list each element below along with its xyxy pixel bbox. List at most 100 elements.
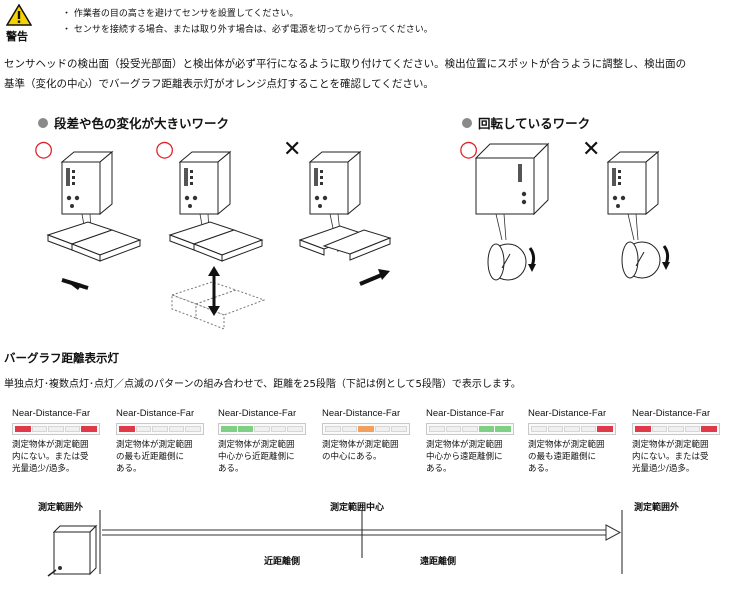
bargraph-state-label: Near-Distance-Far bbox=[12, 408, 91, 419]
bargraph-segment-1-off bbox=[429, 426, 445, 432]
bargraph-description-line: 測定物体が測定範囲 bbox=[218, 440, 295, 450]
bargraph-description-line: 測定物体が測定範囲 bbox=[426, 440, 503, 450]
bargraph-indicator bbox=[632, 423, 720, 435]
bargraph-segment-5-red bbox=[81, 426, 97, 432]
warning-label: 警告 bbox=[6, 30, 28, 43]
bargraph-description-line: 中心から近距離側に bbox=[218, 452, 295, 462]
bargraph-description-line: の最も近距離側に bbox=[116, 452, 185, 462]
bargraph-segment-4-off bbox=[168, 426, 185, 432]
bargraph-indicator bbox=[218, 423, 306, 435]
bargraph-state-description: 測定物体が測定範囲中心から遠距離側にある。 bbox=[426, 439, 526, 475]
bargraph-description-line: 中心から遠距離側に bbox=[426, 452, 503, 462]
bargraph-subtitle: 単独点灯･複数点灯･点灯／点滅のパターンの組み合わせで、距離を25段階（下記は例… bbox=[4, 379, 521, 390]
instruction-line-2: 基準（変化の中心）でバーグラフ距離表示灯がオレンジ点灯することを確認してください… bbox=[4, 78, 434, 90]
bargraph-description-line: 光量過少/過多。 bbox=[632, 464, 695, 474]
bargraph-state-4: Near-Distance-Far 測定物体が測定範囲の中心にある。 bbox=[322, 408, 420, 463]
bargraph-segment-1-red bbox=[119, 426, 135, 432]
bargraph-indicator bbox=[116, 423, 204, 435]
bargraph-description-line: の中心にある。 bbox=[322, 452, 382, 462]
bargraph-state-1: Near-Distance-Far 測定物体が測定範囲内にない。または受光量過少/… bbox=[12, 408, 110, 475]
bargraph-segment-3-off bbox=[48, 426, 64, 432]
section-step-label: 段差や色の変化が大きいワーク bbox=[54, 116, 230, 131]
section-step-heading: 段差や色の変化が大きいワーク bbox=[38, 113, 229, 132]
bargraph-segment-4-off bbox=[684, 426, 701, 432]
bullet-dot bbox=[462, 117, 472, 128]
bargraph-description-line: の最も遠距離側に bbox=[528, 452, 597, 462]
bargraph-segment-2-off bbox=[445, 426, 462, 432]
range-center: 測定範囲中心 bbox=[330, 503, 385, 513]
bargraph-state-7: Near-Distance-Far 測定物体が測定範囲内にない。または受光量過少/… bbox=[632, 408, 730, 475]
range-outside-left: 測定範囲外 bbox=[38, 503, 84, 513]
bargraph-state-description: 測定物体が測定範囲の最も遠距離側にある。 bbox=[528, 439, 628, 475]
section-rotating-label: 回転しているワーク bbox=[478, 116, 591, 131]
bargraph-segment-3-off bbox=[254, 426, 270, 432]
range-outside-right: 測定範囲外 bbox=[634, 503, 680, 513]
bargraph-segment-4-green bbox=[478, 426, 495, 432]
bargraph-description-line: ある。 bbox=[218, 464, 244, 474]
bargraph-segment-3-off bbox=[462, 426, 478, 432]
instruction-line-1: センサヘッドの検出面（投受光部面）と検出体が必ず平行になるように取り付けてくださ… bbox=[4, 58, 687, 70]
bargraph-state-label: Near-Distance-Far bbox=[632, 408, 711, 419]
bargraph-segment-2-off bbox=[31, 426, 48, 432]
bargraph-segment-2-off bbox=[341, 426, 358, 432]
range-near: 近距離側 bbox=[264, 557, 301, 567]
bargraph-segment-3-off bbox=[152, 426, 168, 432]
sensor-head-icon bbox=[47, 524, 98, 577]
bargraph-segment-5-off bbox=[185, 426, 201, 432]
ok-mark-1: ○ bbox=[34, 137, 54, 162]
bargraph-segment-2-green bbox=[237, 426, 254, 432]
bargraph-state-3: Near-Distance-Far 測定物体が測定範囲中心から近距離側にある。 bbox=[218, 408, 316, 475]
bargraph-state-5: Near-Distance-Far 測定物体が測定範囲中心から遠距離側にある。 bbox=[426, 408, 524, 475]
bargraph-description-line: ある。 bbox=[528, 464, 554, 474]
bargraph-segment-1-off bbox=[325, 426, 341, 432]
bargraph-segment-2-off bbox=[547, 426, 564, 432]
ng-mark-1: ✕ bbox=[283, 137, 302, 162]
bargraph-segment-1-red bbox=[15, 426, 31, 432]
bargraph-segment-5-red bbox=[701, 426, 717, 432]
bargraph-state-label: Near-Distance-Far bbox=[426, 408, 505, 419]
bargraph-state-label: Near-Distance-Far bbox=[116, 408, 195, 419]
bargraph-description-line: ある。 bbox=[116, 464, 142, 474]
bargraph-indicator bbox=[12, 423, 100, 435]
bargraph-segment-5-off bbox=[391, 426, 407, 432]
range-far: 遠距離側 bbox=[420, 557, 457, 567]
bargraph-indicator bbox=[426, 423, 514, 435]
ok-mark-3: ○ bbox=[459, 137, 479, 162]
bargraph-segment-4-off bbox=[374, 426, 391, 432]
bargraph-state-label: Near-Distance-Far bbox=[528, 408, 607, 419]
bargraph-state-description: 測定物体が測定範囲内にない。または受光量過少/過多。 bbox=[12, 439, 112, 475]
bargraph-state-label: Near-Distance-Far bbox=[322, 408, 401, 419]
ok-mark-2: ○ bbox=[155, 137, 175, 162]
bargraph-description-line: 光量過少/過多。 bbox=[12, 464, 75, 474]
warning-icon bbox=[6, 4, 32, 26]
bargraph-segment-1-green bbox=[221, 426, 237, 432]
bargraph-title: バーグラフ距離表示灯 bbox=[4, 351, 119, 365]
bargraph-description-line: 内にない。または受 bbox=[12, 452, 89, 462]
bargraph-segment-5-off bbox=[287, 426, 303, 432]
bargraph-segment-1-red bbox=[635, 426, 651, 432]
bargraph-segment-3-orange bbox=[358, 426, 374, 432]
bargraph-segment-2-off bbox=[651, 426, 668, 432]
bargraph-state-description: 測定物体が測定範囲内にない。または受光量過少/過多。 bbox=[632, 439, 730, 475]
bargraph-segment-5-red bbox=[597, 426, 613, 432]
bargraph-state-6: Near-Distance-Far 測定物体が測定範囲の最も遠距離側にある。 bbox=[528, 408, 626, 475]
bargraph-state-label: Near-Distance-Far bbox=[218, 408, 297, 419]
bargraph-indicator bbox=[528, 423, 616, 435]
bargraph-state-description: 測定物体が測定範囲の最も近距離側にある。 bbox=[116, 439, 216, 475]
warning-line-2: ・ センサを接続する場合、または取り外す場合は、必ず電源を切ってから行ってくださ… bbox=[62, 25, 433, 35]
bargraph-description-line: 測定物体が測定範囲 bbox=[12, 440, 89, 450]
step-workpiece-illustrations bbox=[46, 142, 670, 330]
warning-line-1: ・ 作業者の目の高さを避けてセンサを設置してください。 bbox=[62, 9, 299, 19]
bargraph-indicator bbox=[322, 423, 410, 435]
bargraph-state-2: Near-Distance-Far 測定物体が測定範囲の最も近距離側にある。 bbox=[116, 408, 214, 475]
bargraph-segment-4-off bbox=[580, 426, 597, 432]
bargraph-state-description: 測定物体が測定範囲中心から近距離側にある。 bbox=[218, 439, 318, 475]
bargraph-description-line: 測定物体が測定範囲 bbox=[632, 440, 709, 450]
range-diagram bbox=[47, 510, 623, 577]
bargraph-segment-5-green bbox=[495, 426, 511, 432]
warning-block: 警告 ・ 作業者の目の高さを避けてセンサを設置してください。 ・ センサを接続す… bbox=[6, 4, 726, 44]
bargraph-description-line: 測定物体が測定範囲 bbox=[322, 440, 399, 450]
ng-mark-2: ✕ bbox=[582, 137, 601, 162]
bargraph-segment-2-off bbox=[135, 426, 152, 432]
bargraph-description-line: 測定物体が測定範囲 bbox=[116, 440, 193, 450]
